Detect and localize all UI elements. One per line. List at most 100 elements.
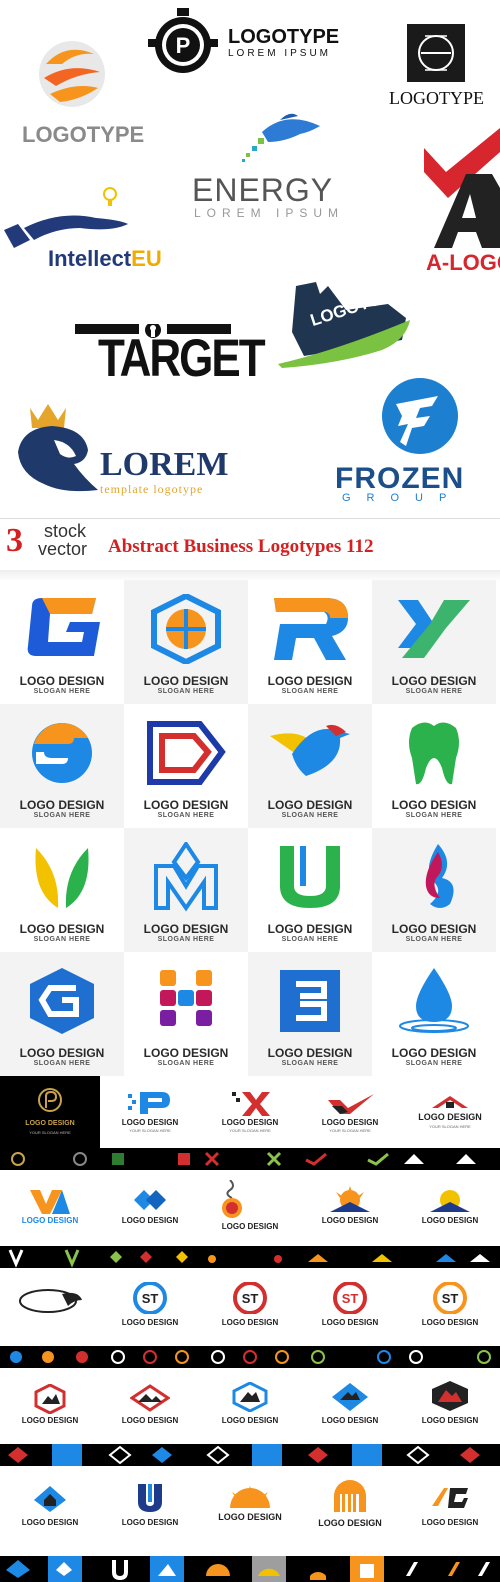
tile-subtitle: SLOGAN HERE (405, 936, 463, 943)
mountain-red-icon (130, 1384, 170, 1412)
grid-tile: LOGO DESIGN SLOGAN HERE (0, 580, 124, 704)
logo6-title: A-LOGO (426, 250, 500, 275)
set-title: LOGO DESIGN (418, 1112, 482, 1122)
tile-subtitle: SLOGAN HERE (405, 688, 463, 695)
tile-subtitle: SLOGAN HERE (33, 688, 91, 695)
set-title: LOGO DESIGN (321, 1216, 379, 1225)
tile-subtitle: SLOGAN HERE (281, 812, 339, 819)
tile-title: LOGO DESIGN (391, 798, 477, 812)
svg-text:ST: ST (442, 1291, 459, 1306)
tile-subtitle: SLOGAN HERE (281, 936, 339, 943)
tile-title: LOGO DESIGN (391, 1046, 477, 1060)
a-logo-mark (424, 128, 500, 248)
set-title: LOGO DESIGN (221, 1318, 279, 1327)
dolphin-icon (242, 113, 320, 162)
grid-tile: LOGO DESIGN SLOGAN HERE (372, 704, 496, 828)
set-title: LOGO DESIGN (318, 1518, 382, 1528)
st-circle-blue-icon: ST (133, 1282, 167, 1314)
set-title: LOGO DESIGN (25, 1120, 75, 1127)
letter-b-icon (280, 970, 340, 1032)
letter-m-icon (154, 842, 218, 912)
set4-thumbnail-strip (0, 1444, 500, 1466)
emblem-logo (407, 24, 465, 82)
banner-brand-bottom: vector (38, 539, 88, 559)
set-subtitle: YOUR SLOGAN HERE (429, 1124, 471, 1129)
gold-ring-icon (38, 1088, 62, 1112)
grid-tile: LOGO DESIGN SLOGAN HERE (124, 704, 248, 828)
grid-tile: LOGO DESIGN SLOGAN HERE (124, 952, 248, 1076)
set4-thumbnails (8, 1444, 480, 1466)
tile-title: LOGO DESIGN (19, 674, 105, 688)
svg-text:ST: ST (242, 1291, 259, 1306)
set-title: LOGO DESIGN (421, 1318, 479, 1327)
logo5-title-b: EU (131, 246, 162, 271)
set-cell: LOGO DESIGN YOUR SLOGAN HERE (400, 1076, 500, 1148)
sun-house-alt-icon (430, 1190, 470, 1212)
set-cell: LOGO DESIGN YOUR SLOGAN HERE (100, 1076, 200, 1148)
set-subtitle: YOUR SLOGAN HERE (329, 1128, 371, 1133)
set-title: LOGO DESIGN (21, 1216, 79, 1225)
letter-u-icon (280, 846, 340, 908)
p-circle-logo: P (148, 8, 218, 78)
set-title: LOGO DESIGN (121, 1216, 179, 1225)
hexagon-mountain-icon (34, 1384, 66, 1414)
tile-title: LOGO DESIGN (143, 922, 229, 936)
sphere-icon (39, 41, 105, 107)
sun-house-icon (330, 1186, 370, 1212)
bird-icon (270, 724, 350, 776)
grid-tile: LOGO DESIGN SLOGAN HERE (248, 952, 372, 1076)
banner-shadow (0, 570, 500, 582)
leaf-u-icon (35, 848, 89, 908)
logo1-title: LOGOTYPE (22, 122, 145, 147)
set-title: LOGO DESIGN (321, 1416, 379, 1425)
emblem-icon (418, 35, 454, 71)
set-title: LOGO DESIGN (421, 1216, 479, 1225)
mountain-red-hex-icon (432, 1381, 468, 1411)
set4-row: LOGO DESIGN LOGO DESIGN LOGO DESIGN LOGO… (0, 1368, 500, 1444)
tile-subtitle: SLOGAN HERE (281, 1060, 339, 1067)
tile-subtitle: SLOGAN HERE (157, 936, 215, 943)
frozen-ball-logo (380, 376, 460, 456)
logo-grid: LOGO DESIGN SLOGAN HERE LOGO DESIGN SLOG… (0, 580, 500, 1076)
lion-crown-icon (18, 404, 98, 492)
grid-tile: LOGO DESIGN SLOGAN HERE (0, 828, 124, 952)
tile-subtitle: SLOGAN HERE (405, 812, 463, 819)
grid-tile: LOGO DESIGN SLOGAN HERE (248, 580, 372, 704)
set-cell: LOGO DESIGN YOUR SLOGAN HERE (300, 1076, 400, 1148)
letter-x-red-icon (232, 1092, 270, 1116)
tile-subtitle: SLOGAN HERE (157, 1060, 215, 1067)
set-title: LOGO DESIGN (121, 1318, 179, 1327)
set-cell: LOGO DESIGN YOUR SLOGAN HERE (200, 1076, 300, 1148)
set-title: LOGO DESIGN (121, 1416, 179, 1425)
sphere-s-logo (36, 38, 106, 110)
tile-subtitle: SLOGAN HERE (405, 1060, 463, 1067)
set3-thumbnails (10, 1350, 491, 1364)
set-title: LOGO DESIGN (221, 1222, 279, 1231)
mountain-diamond-icon (332, 1383, 368, 1411)
st-circle-red-alt-icon: ST (333, 1282, 367, 1314)
banner-number: 3 (6, 522, 23, 559)
st-circle-orange-icon: ST (433, 1282, 467, 1314)
tile-subtitle: SLOGAN HERE (157, 812, 215, 819)
tile-title: LOGO DESIGN (267, 922, 353, 936)
tile-subtitle: SLOGAN HERE (281, 688, 339, 695)
letter-g-icon (27, 598, 100, 656)
set-title: LOGO DESIGN (121, 1118, 179, 1127)
set2-row: LOGO DESIGN LOGO DESIGN LOGO DESIGN LOGO… (0, 1170, 500, 1246)
set-title: LOGO DESIGN (21, 1416, 79, 1425)
logo5-title-a: Intellect (48, 246, 132, 271)
letter-d-icon (147, 721, 226, 785)
sunrise-icon (230, 1486, 270, 1508)
letter-r-icon (274, 598, 348, 660)
shoe-icon (278, 282, 410, 368)
banner-title: Abstract Business Logotypes 112 (108, 536, 374, 557)
logo9-title: LOREM (100, 446, 229, 483)
tile-title: LOGO DESIGN (143, 674, 229, 688)
letter-x-icon (398, 600, 470, 658)
set-title: LOGO DESIGN (221, 1118, 279, 1127)
set-title: LOGO DESIGN (121, 1518, 179, 1527)
set2-thumbnails (8, 1249, 490, 1268)
hand-bulb-logo (0, 184, 130, 264)
tile-subtitle: SLOGAN HERE (33, 1060, 91, 1067)
grid-tile: LOGO DESIGN SLOGAN HERE (248, 704, 372, 828)
